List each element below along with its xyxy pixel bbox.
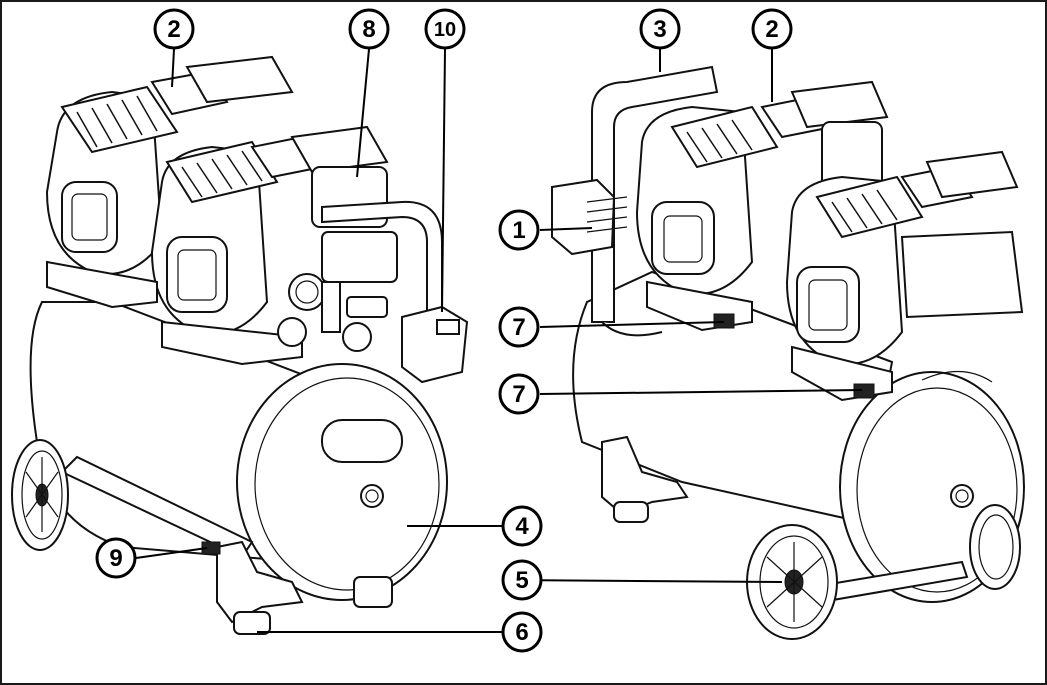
callout-8: 8 <box>348 8 390 50</box>
callout-2-left-label: 2 <box>167 16 180 43</box>
right-motor-back <box>635 80 889 295</box>
callout-4-label: 4 <box>515 513 529 540</box>
callout-7-lower-label: 7 <box>512 381 525 408</box>
left-base-rail <box>60 455 254 559</box>
callout-10-label: 10 <box>434 19 456 41</box>
left-tank-label-plate <box>321 419 403 463</box>
left-bracket-rear <box>46 260 158 309</box>
callout-2-right-label: 2 <box>765 16 778 43</box>
callout-8-label: 8 <box>362 16 375 43</box>
left-compressor <box>11 55 469 635</box>
callout-2-left: 2 <box>153 8 195 50</box>
callout-6-label: 6 <box>515 619 528 646</box>
callout-4: 4 <box>501 505 543 547</box>
callout-7-upper: 7 <box>498 306 540 348</box>
left-regulator <box>277 231 398 352</box>
callout-7-upper-label: 7 <box>512 314 525 341</box>
right-wheel-front <box>746 524 838 640</box>
right-wheel-rear <box>969 504 1021 590</box>
callout-3: 3 <box>639 8 681 50</box>
callout-10: 10 <box>424 8 466 50</box>
callout-6: 6 <box>501 611 543 653</box>
right-switch-box <box>551 178 628 256</box>
left-pressure-switch <box>401 305 469 384</box>
leader-lines <box>135 48 863 633</box>
left-foot <box>216 540 304 624</box>
callout-5: 5 <box>501 559 543 601</box>
right-compressor <box>551 65 1025 640</box>
callout-1: 1 <box>498 209 540 251</box>
callout-7-lower: 7 <box>498 373 540 415</box>
left-tank-end-cap <box>236 363 448 601</box>
callout-2-right: 2 <box>751 8 793 50</box>
callout-9-label: 9 <box>109 545 122 572</box>
right-handle <box>591 65 719 323</box>
callout-9: 9 <box>95 537 137 579</box>
left-motor-back <box>45 55 294 275</box>
left-wheel <box>11 439 69 551</box>
right-foot <box>601 435 689 516</box>
callout-1-label: 1 <box>512 217 525 244</box>
right-motor-front <box>785 150 1024 365</box>
callout-3-label: 3 <box>653 16 666 43</box>
callout-5-label: 5 <box>515 567 528 594</box>
